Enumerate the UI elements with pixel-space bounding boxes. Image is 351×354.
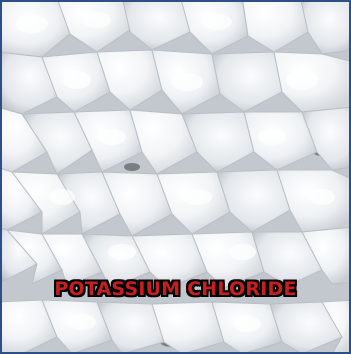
potassium-chloride-crystals-photo xyxy=(2,2,349,352)
product-caption: POTASSIUM CHLORIDE xyxy=(54,278,297,300)
